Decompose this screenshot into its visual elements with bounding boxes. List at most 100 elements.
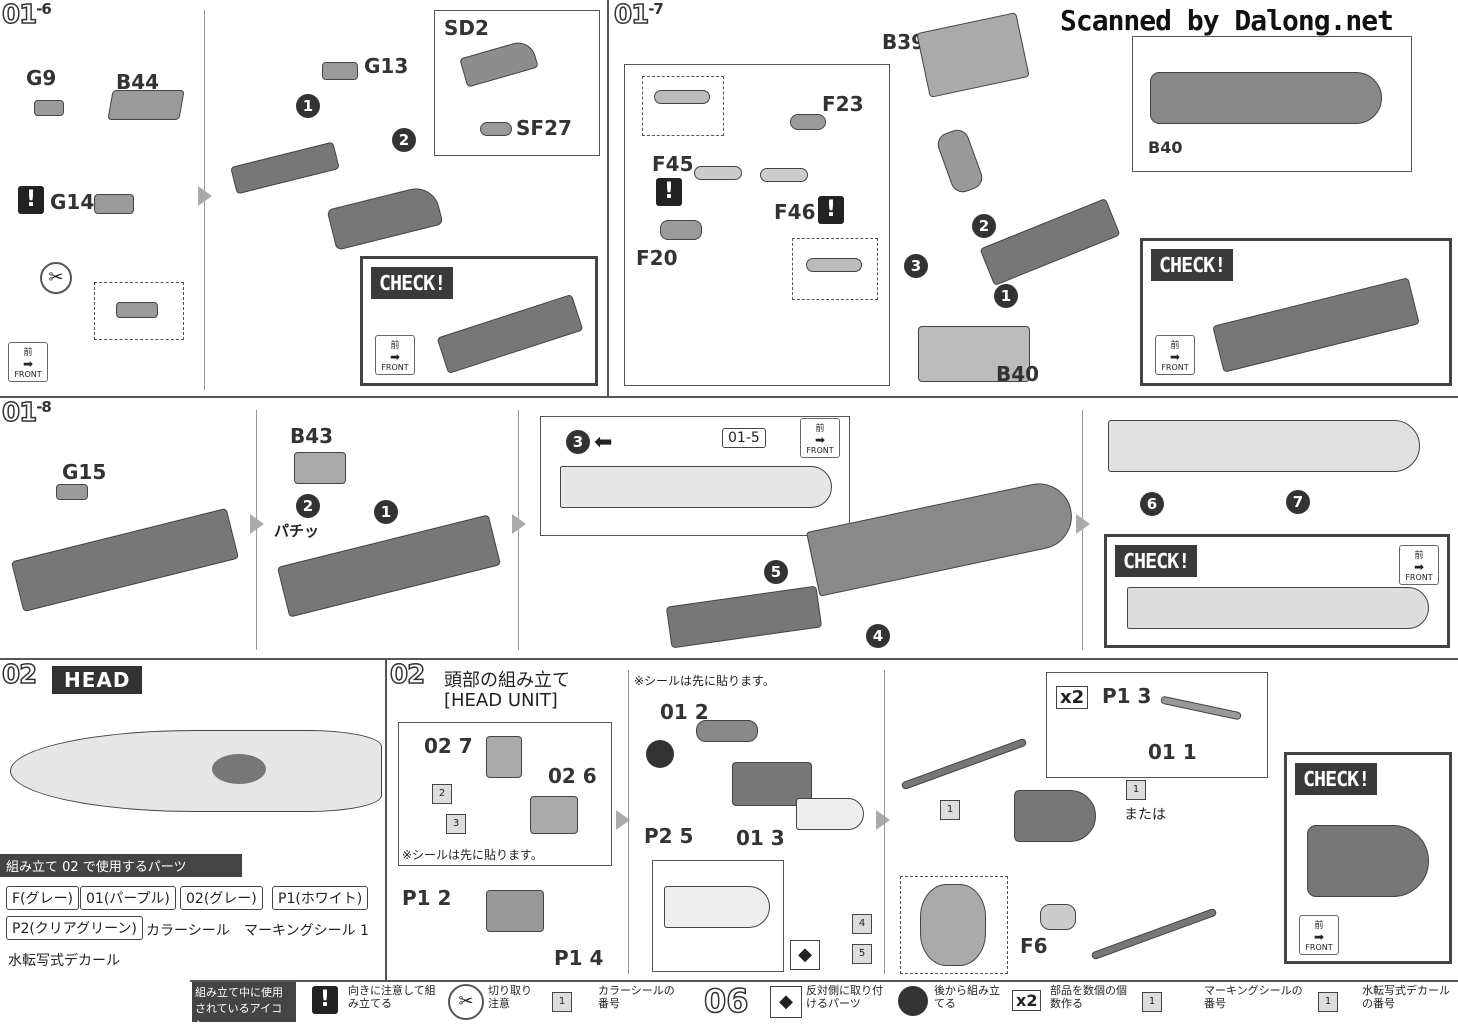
caution-icon: !	[18, 186, 44, 214]
detail-01-3-shape	[664, 886, 770, 928]
check-label: CHECK!	[371, 267, 454, 299]
make-x2-icon: x2	[1056, 686, 1089, 709]
step-01-7-number: 01-7	[613, 0, 664, 31]
check-part-shape	[1307, 825, 1429, 897]
part-b44-shape	[107, 90, 185, 120]
front-indicator: 前➡FRONT	[800, 418, 840, 458]
check-box-01-8: CHECK! 前➡FRONT	[1104, 534, 1450, 648]
detail-g14-shape	[116, 302, 158, 318]
watermark: Scanned by Dalong.net	[1060, 4, 1394, 37]
divider-02a	[628, 670, 629, 974]
callout-2: 2	[972, 214, 996, 238]
flow-arrow	[250, 514, 264, 534]
part-sd2: SD2	[444, 16, 489, 40]
front-indicator: 前➡FRONT	[1399, 545, 1439, 585]
legend-item-decal: 水転写式デカールの番号	[1362, 984, 1450, 1010]
callout-1: 1	[296, 94, 320, 118]
part-f46-shape	[760, 168, 808, 182]
parts-list-item: P1(ホワイト)	[272, 886, 369, 910]
callout-1: 1	[994, 284, 1018, 308]
part-p1-4: P1 4	[554, 946, 604, 970]
marking-sticker-label: マーキングシール 1	[244, 923, 369, 939]
flow-arrow	[198, 186, 212, 206]
part-f45-shape	[694, 166, 742, 180]
flow-arrow	[876, 810, 890, 830]
legend-item-multiple: 部品を数個の個数作る	[1050, 984, 1127, 1010]
divider-row1	[0, 396, 1458, 398]
legend-item-color-sticker: カラーシールの番号	[598, 984, 675, 1010]
head-highlight	[212, 754, 266, 784]
head-assembly-shape	[486, 890, 544, 932]
f-pin-shape-b	[806, 258, 862, 272]
callout-6: 6	[1140, 492, 1164, 516]
part-b39-shape	[916, 12, 1030, 98]
callout-3: 3	[566, 430, 590, 454]
part-b40-shape	[918, 326, 1030, 382]
divider-row2	[0, 658, 1458, 660]
body-part-shape-f	[665, 585, 823, 649]
part-g13-shape	[322, 62, 358, 80]
dash-box-f-top	[642, 76, 724, 136]
parts-list-item: 02(グレー)	[180, 886, 263, 910]
pin-shape	[934, 126, 986, 196]
front-indicator: 前➡FRONT	[1155, 335, 1195, 375]
step-02-head-number: 02	[389, 659, 426, 691]
front-indicator: 前➡FRONT	[375, 335, 415, 375]
legend-item-marking: マーキングシールの番号	[1204, 984, 1303, 1010]
step-01-6-number: 01-6	[1, 0, 52, 31]
callout-7: 7	[1286, 490, 1310, 514]
part-02-6: 02 6	[548, 764, 597, 788]
color-sticker-label: カラーシール	[146, 923, 230, 939]
check-label: CHECK!	[1295, 763, 1378, 795]
callout-1: 1	[374, 500, 398, 524]
body-part-shape-a	[230, 141, 340, 195]
part-p2-5: P2 5	[644, 824, 694, 848]
part-f20-shape	[660, 220, 702, 240]
callout-4: 4	[866, 624, 890, 648]
legend-title: 組み立て中に使用されているアイコン	[192, 982, 296, 1031]
part-f6: F6	[1020, 934, 1048, 958]
build-later-icon	[898, 986, 928, 1016]
part-02-7-shape	[486, 736, 522, 778]
caution-icon: !	[818, 196, 844, 224]
divider-02b	[884, 670, 885, 974]
head-final-shape	[1014, 790, 1096, 842]
legend-item-later: 後から組み立てる	[934, 984, 1000, 1010]
part-g9: G9	[26, 66, 57, 90]
detail-box-x2	[1046, 672, 1268, 778]
caution-icon: !	[312, 986, 338, 1014]
parts-list-item: P2(クリアグリーン)	[6, 916, 143, 940]
part-01-3: 01 3	[736, 826, 785, 850]
sticker-note: ※シールは先に貼ります。	[402, 848, 543, 862]
part-g13: G13	[364, 54, 409, 78]
part-g14-shape	[94, 194, 134, 214]
f-pin-shape-a	[654, 90, 710, 104]
part-02-6-shape	[530, 796, 578, 834]
part-01-2-shape	[696, 720, 758, 742]
body-part-shape-c	[979, 197, 1121, 287]
callout-3: 3	[904, 254, 928, 278]
make-x2-icon: x2	[1012, 990, 1042, 1011]
decal-label: 水転写式デカール	[8, 953, 120, 969]
part-g9-shape	[34, 100, 64, 116]
page-number: 06	[703, 981, 749, 1021]
part-p1-3: P1 3	[1102, 684, 1152, 708]
part-g14: G14	[50, 190, 95, 214]
sticker-2: 2	[432, 784, 452, 804]
body-part-shape-d	[11, 507, 239, 613]
head-unit-title-en: [HEAD UNIT]	[444, 690, 558, 711]
check-part-shape	[436, 293, 584, 375]
caution-icon: !	[656, 178, 682, 206]
build-later-icon	[646, 740, 674, 768]
detail-box-sd	[434, 10, 600, 156]
cut-warning-icon: ✂	[40, 262, 72, 294]
parts-list-item: F(グレー)	[6, 886, 79, 910]
sticker-3: 3	[446, 814, 466, 834]
check-part-shape	[1127, 587, 1429, 629]
sticker-1: 1	[1126, 780, 1146, 800]
wing-part-shape	[560, 466, 832, 508]
parts-list-item: 01(パープル)	[80, 886, 176, 910]
cut-warning-icon: ✂	[448, 984, 484, 1020]
detail-head-front-shape	[920, 884, 986, 966]
flow-arrow	[1076, 514, 1090, 534]
